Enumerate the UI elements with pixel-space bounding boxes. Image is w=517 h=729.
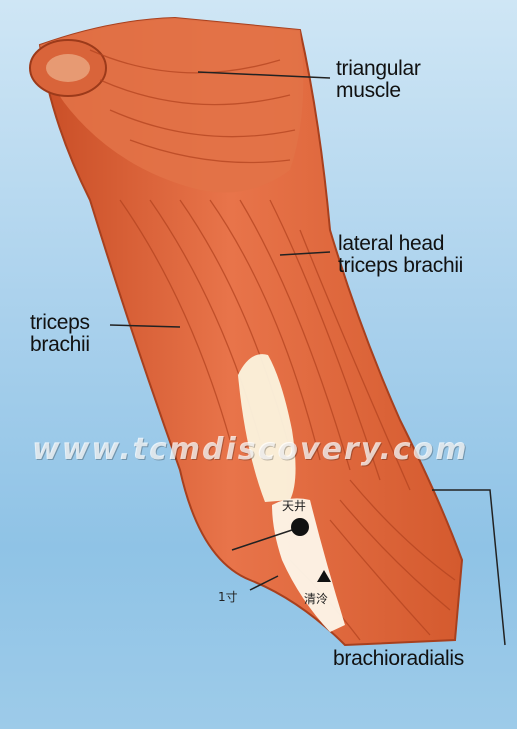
watermark-text: www.tcmdiscovery.com	[32, 432, 469, 467]
distance-label: 1寸	[218, 588, 238, 605]
label-triangular-muscle: triangular muscle	[336, 58, 421, 102]
label-triceps-brachii: triceps brachii	[30, 312, 90, 356]
label-brachioradialis: brachioradialis	[333, 648, 464, 670]
acupoint-lower-label: 清泠	[304, 590, 328, 607]
acupoint-upper-label: 天井	[282, 497, 306, 514]
acupoint-upper-marker	[291, 518, 309, 536]
label-lateral-head-triceps: lateral head triceps brachii	[338, 233, 463, 277]
